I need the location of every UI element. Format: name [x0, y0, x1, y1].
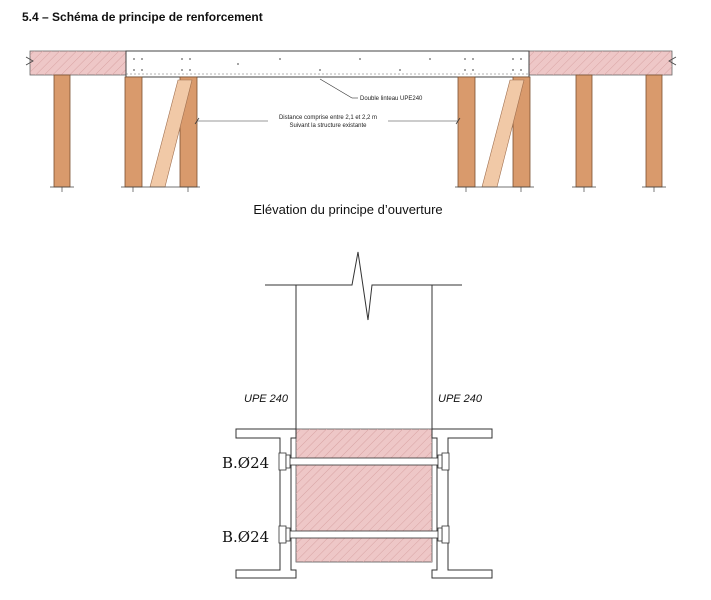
distance-label-2: Suivant la structure existante [289, 123, 367, 129]
upe-channel-left [235, 428, 297, 579]
upe-channel-right [431, 428, 493, 579]
lintel-bolts [133, 58, 522, 71]
elevation-caption: Elévation du principe d’ouverture [253, 202, 442, 217]
bolt-top [278, 452, 450, 471]
upe-label-left: UPE 240 [244, 393, 289, 405]
lintel-label: Double linteau UPE240 [360, 96, 423, 102]
section-view: UPE 240 UPE 240 B.Ø24 B.Ø24 [222, 251, 493, 579]
upe-label-right: UPE 240 [438, 393, 483, 405]
bolt-label-top: B.Ø24 [222, 454, 269, 472]
bolt-bottom [278, 525, 450, 544]
break-mark-right [668, 56, 677, 66]
elevation-view: Double linteau UPE240 Distance comprise … [25, 50, 677, 217]
section-title: 5.4 – Schéma de principe de renforcement [22, 10, 263, 24]
distance-label-1: Distance comprise entre 2,1 et 2,2 m [279, 115, 377, 121]
timber-posts [53, 74, 663, 188]
bolt-label-bottom: B.Ø24 [222, 528, 269, 546]
upe240-lintel [125, 50, 530, 78]
post-outline [265, 284, 462, 429]
break-mark-left [25, 56, 34, 66]
break-symbol [296, 251, 432, 321]
post-foot-marks [50, 186, 666, 192]
lintel-leader [319, 78, 353, 99]
